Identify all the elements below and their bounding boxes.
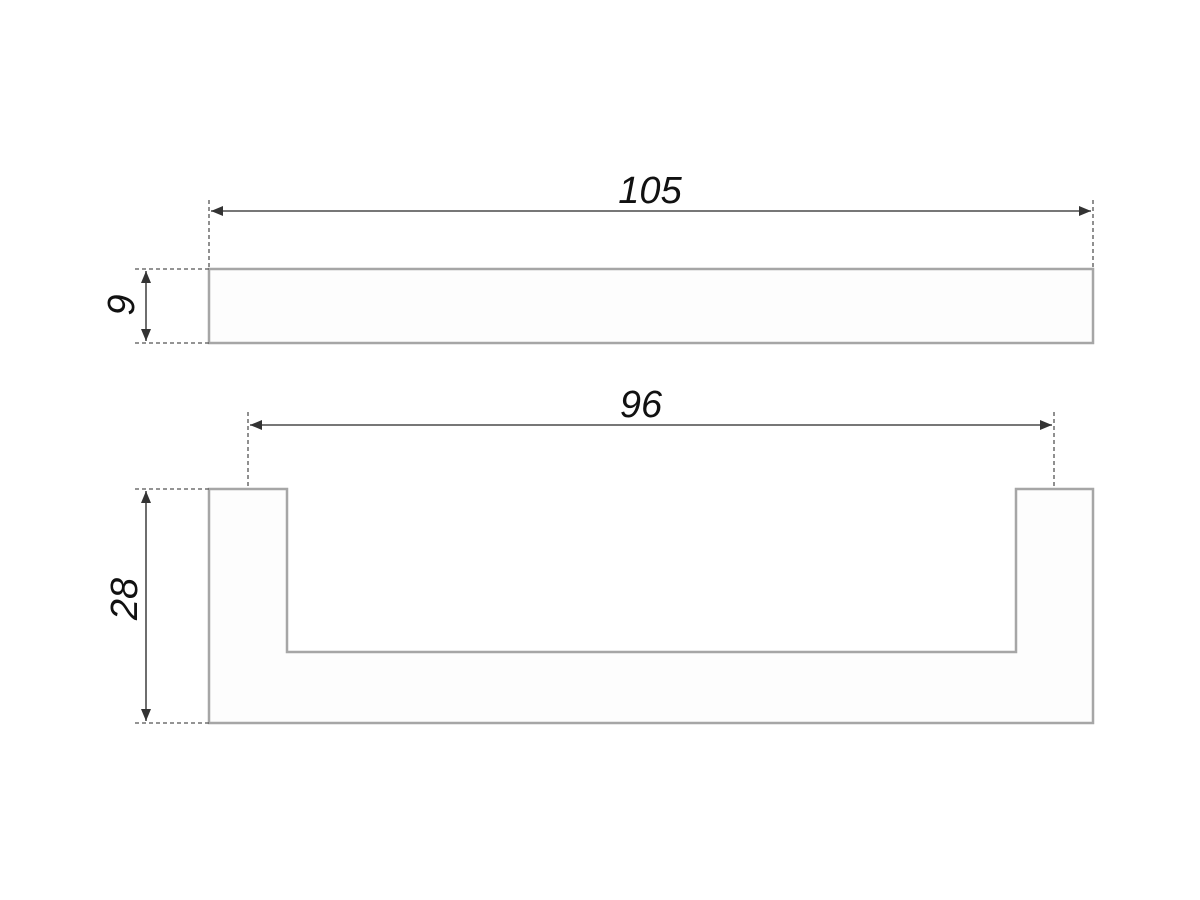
- height-dimension: 28: [104, 488, 209, 724]
- length-dimension: 105: [208, 170, 1094, 269]
- spacing-label: 96: [620, 384, 663, 426]
- spacing-dimension: 96: [247, 384, 1055, 489]
- length-label: 105: [618, 170, 682, 212]
- top-view-bar: [207, 267, 1095, 345]
- height-label: 28: [104, 578, 146, 621]
- thickness-dimension: 9: [101, 268, 209, 344]
- thickness-label: 9: [101, 294, 143, 315]
- side-view-handle: [207, 487, 1095, 725]
